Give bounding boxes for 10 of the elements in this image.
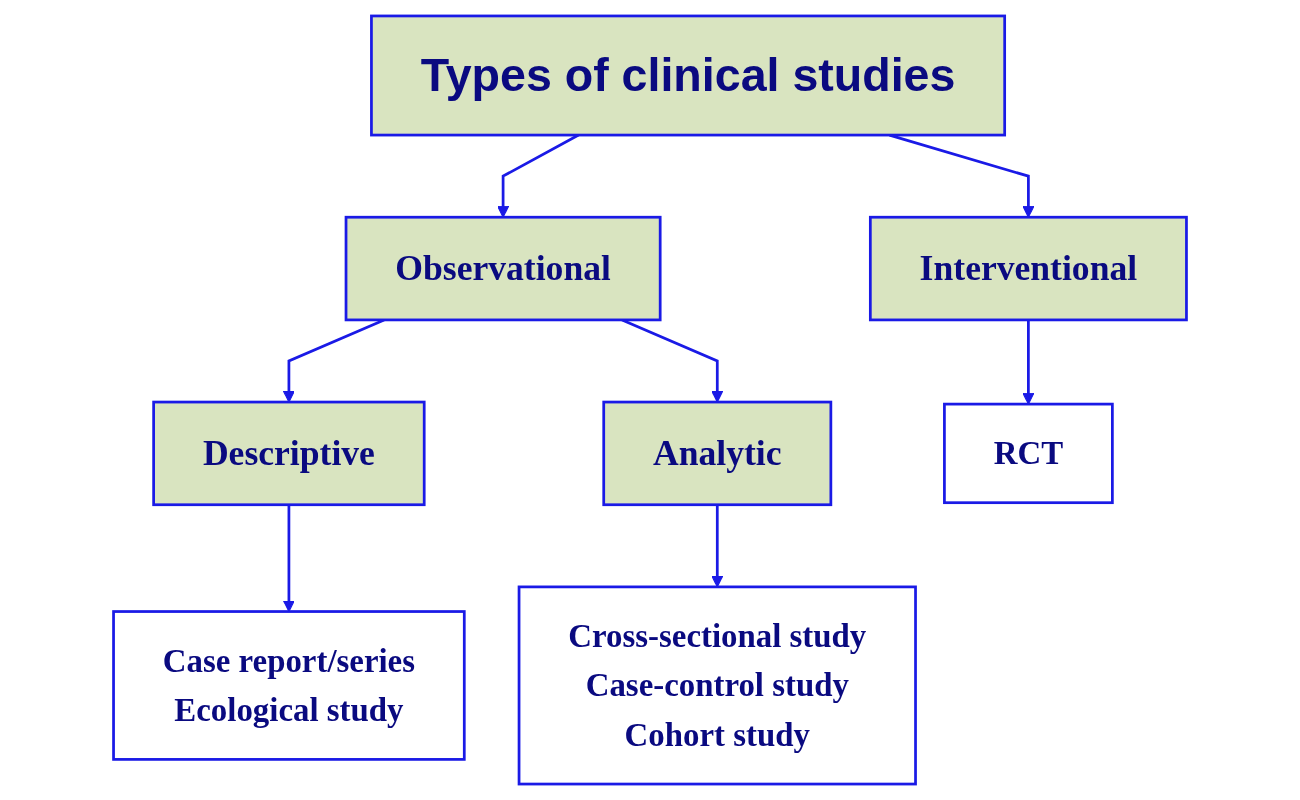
node-box [370, 14, 1007, 137]
node-box [602, 400, 833, 507]
node-box [112, 610, 466, 761]
node-box [517, 585, 917, 786]
flowchart: Types of clinical studies Observational Interventional Descriptive Analytic Case report/series Ecological study Cross-sectional study Case-control study Cohort study RCT [5, 5, 1295, 795]
node-box [943, 402, 1114, 505]
node-box [344, 215, 662, 322]
arrow [1022, 319, 1035, 405]
node-box [152, 400, 426, 507]
node-box [868, 215, 1188, 322]
